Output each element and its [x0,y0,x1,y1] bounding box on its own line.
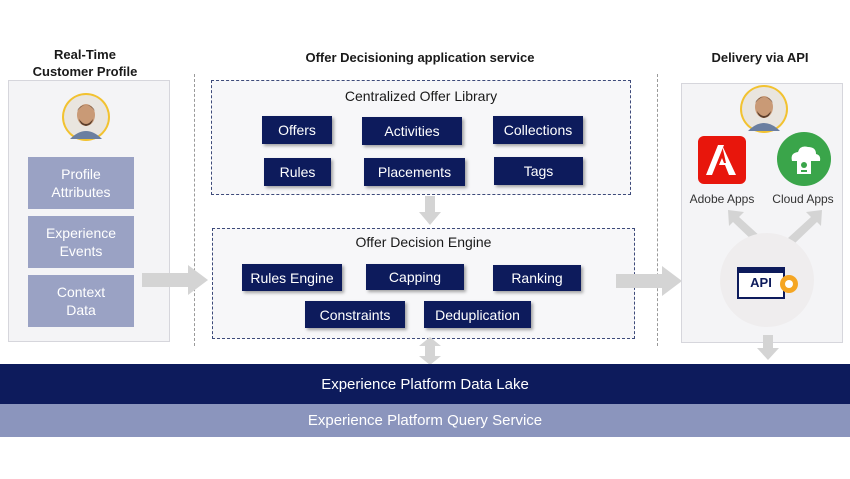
offer-library-title: Centralized Offer Library [344,88,498,104]
offers-item: Offers [262,116,332,144]
customer-avatar [62,93,110,141]
adobe-apps-label: Adobe Apps [689,192,755,206]
api-gear-icon: API [737,266,801,300]
arrow-right-icon [142,265,208,295]
service-heading: Offer Decisioning application service [305,50,535,65]
delivery-avatar [740,85,788,133]
separator-right [657,74,658,346]
person-icon [64,95,108,139]
deduplication-item: Deduplication [424,301,531,328]
tags-item: Tags [494,157,583,185]
cloud-apps-label: Cloud Apps [772,192,834,206]
profile-heading: Real-Time Customer Profile [32,47,138,79]
collections-item: Collections [493,116,583,144]
api-label: API [750,275,772,290]
api-window-icon [737,267,798,299]
experience-events-box: Experience Events [28,216,134,268]
arrow-down-icon [419,196,441,225]
arrow-down-icon [757,335,779,360]
ranking-item: Ranking [493,265,581,291]
arrow-diagonal-icon [788,210,822,244]
decision-engine-title: Offer Decision Engine [355,234,492,250]
activities-item: Activities [362,117,462,145]
data-lake-bar: Experience Platform Data Lake [0,364,850,404]
constraints-item: Constraints [305,301,405,328]
rules-engine-item: Rules Engine [242,264,342,291]
cloud-apps-icon [777,132,831,186]
context-data-box: Context Data [28,275,134,327]
capping-item: Capping [366,264,464,290]
person-icon [742,87,786,131]
arrow-right-icon [616,266,682,296]
query-service-bar: Experience Platform Query Service [0,404,850,437]
separator-left [194,74,195,346]
profile-attributes-box: Profile Attributes [28,157,134,209]
adobe-logo-icon [698,136,746,184]
rules-item: Rules [264,158,331,186]
delivery-heading: Delivery via API [711,50,809,65]
placements-item: Placements [364,158,465,186]
arrow-updown-icon [419,337,441,365]
